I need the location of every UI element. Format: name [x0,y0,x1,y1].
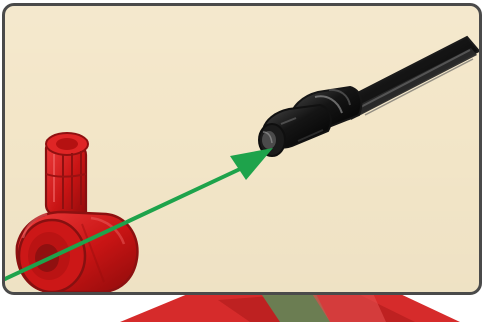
black-axle-icon [259,37,479,156]
instruction-panel [2,3,482,295]
instruction-illustration [5,6,482,295]
red-connector-icon [17,133,138,292]
